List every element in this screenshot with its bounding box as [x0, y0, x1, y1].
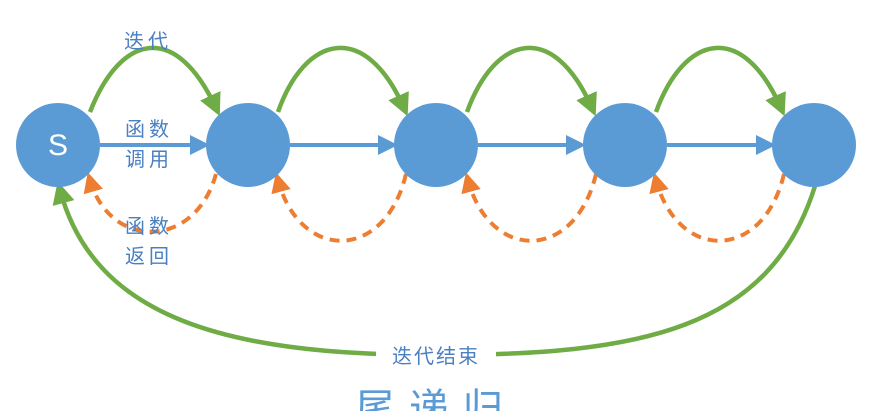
nodes [16, 103, 856, 187]
iterate-arrow-3 [464, 45, 597, 117]
node-4 [583, 103, 667, 187]
start-node-label: S [48, 129, 68, 162]
function-call-label-line2: 调用 [125, 147, 173, 171]
node-3 [394, 103, 478, 187]
node-5 [772, 103, 856, 187]
function-return-label-line1: 函数 [125, 214, 173, 238]
start-node [16, 103, 100, 187]
iterate-arrow-1 [87, 45, 221, 117]
iterate-arrows [87, 45, 786, 117]
iteration-end-label-bg [376, 340, 496, 370]
function-return-label-line2: 返回 [125, 244, 173, 268]
caption: 尾递归 [355, 386, 517, 411]
return-arrow-3 [461, 172, 598, 243]
iteration-end-arrow [52, 181, 818, 358]
iterate-arrow-4 [653, 45, 786, 117]
return-arrow-1 [83, 172, 218, 234]
iterate-arrow-2 [275, 45, 409, 117]
function-call-label-line1: 函数 [125, 117, 173, 141]
node-2 [206, 103, 290, 187]
return-arrow-2 [271, 172, 408, 243]
return-arrows [83, 172, 786, 243]
iterate-label: 迭代 [124, 29, 172, 53]
iteration-end-label: 迭代结束 [392, 344, 480, 368]
return-arrow-4 [649, 172, 786, 243]
